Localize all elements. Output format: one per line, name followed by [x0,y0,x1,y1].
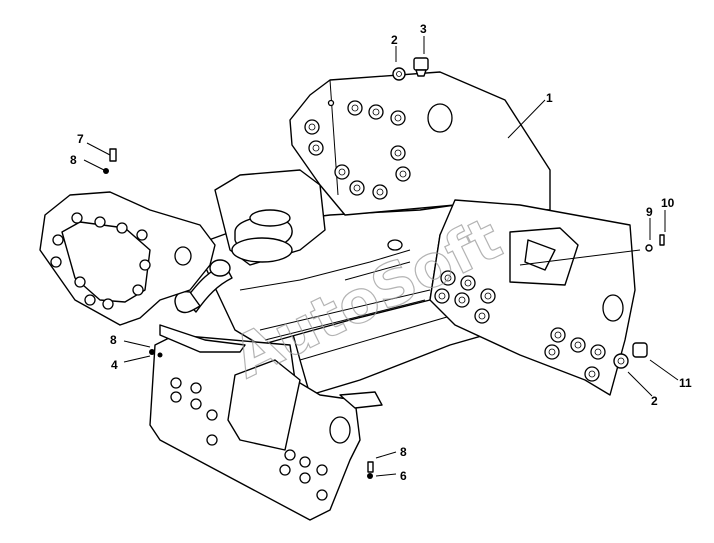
callout-8-left-bottom: 8 [110,333,117,347]
callouts: 1 2 3 7 8 9 10 8 4 11 2 8 6 [70,22,692,483]
left-side-plate [39,191,216,326]
leader-lines [83,36,679,477]
callout-2-top: 2 [391,33,398,47]
callout-6: 6 [400,469,407,483]
callout-4: 4 [111,358,118,372]
front-lower-plate [149,324,383,521]
callout-8-left-top: 8 [70,153,77,167]
right-tower-plate [289,71,551,216]
callout-8-bottom: 8 [400,445,407,459]
callout-3: 3 [420,22,427,36]
callout-2-bottom: 2 [651,394,658,408]
callout-11: 11 [679,376,692,390]
callout-7: 7 [77,132,84,146]
fasteners [103,57,665,479]
callout-9: 9 [646,205,653,219]
callout-10: 10 [661,196,675,210]
right-front-plate [429,199,636,396]
callout-1: 1 [546,91,553,105]
